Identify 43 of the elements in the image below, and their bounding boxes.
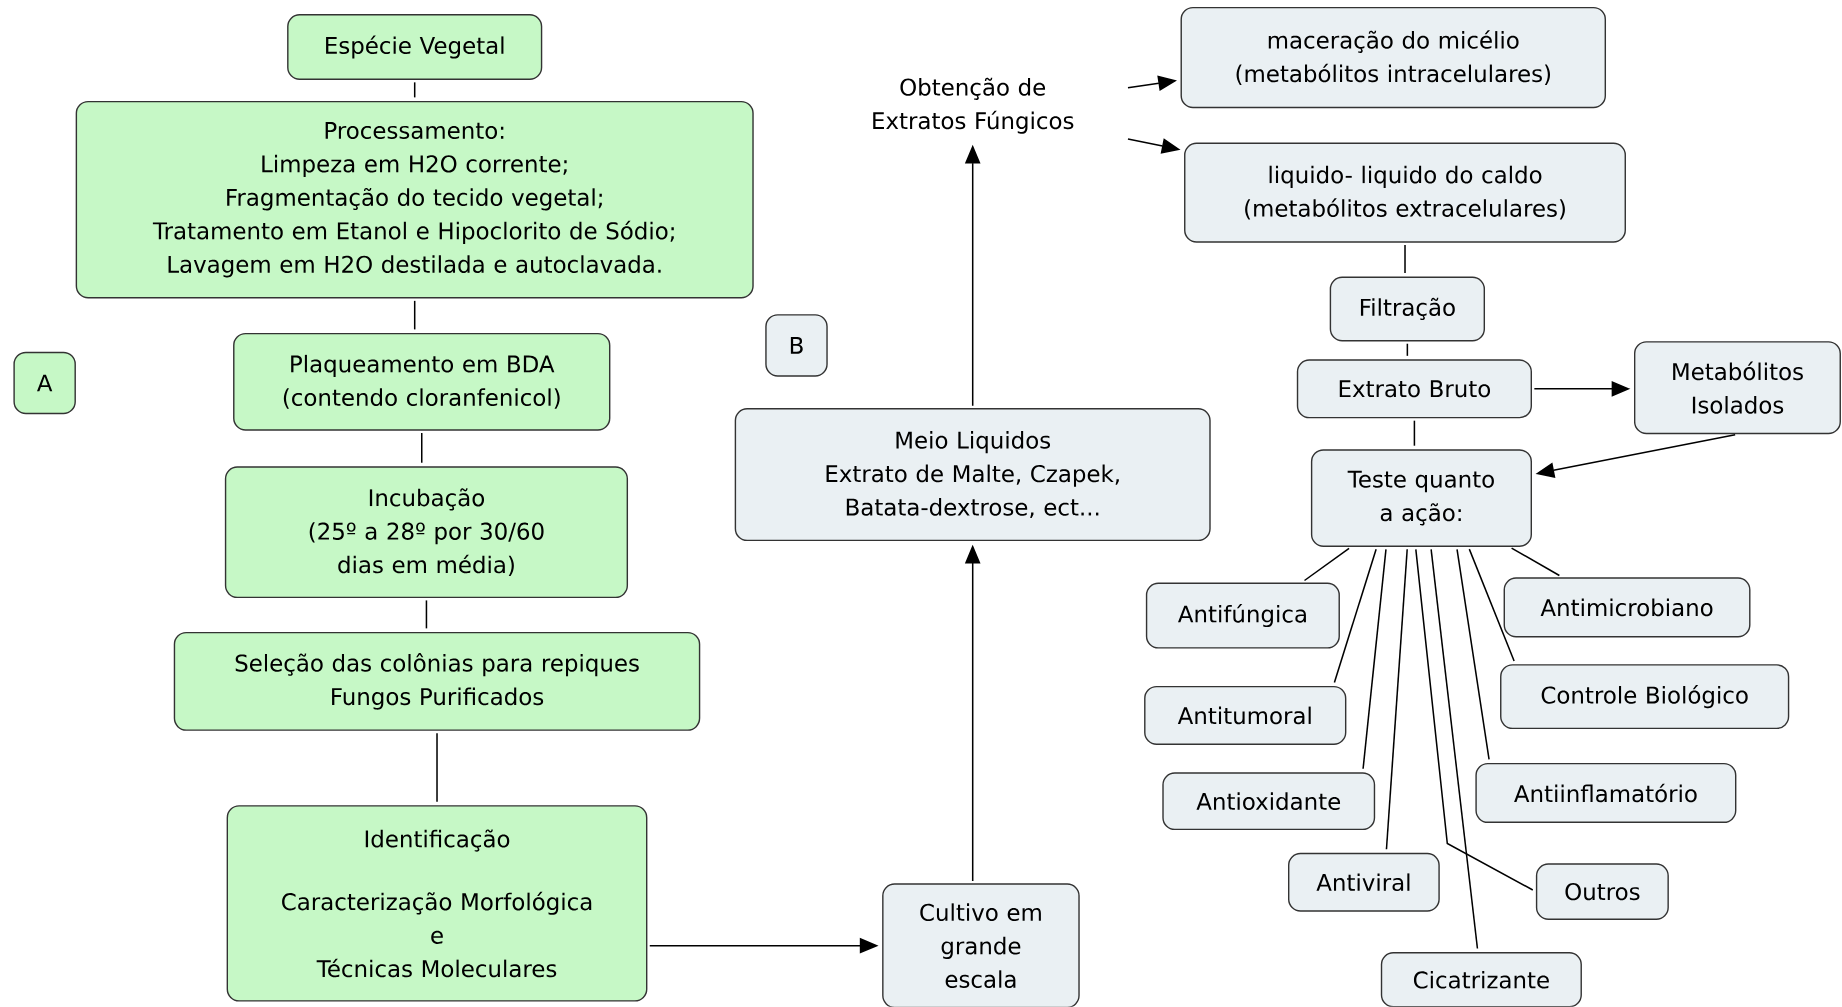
process-box: Antiinflamatório (1475, 763, 1737, 824)
process-box: liquido- liquido do caldo (metabólitos extracelulares) (1184, 142, 1626, 243)
process-box: Extrato Bruto (1296, 359, 1532, 419)
connector-line (413, 81, 416, 99)
connector-line (1303, 547, 1350, 582)
process-box: Seleção das colônias para repiques Fungos Purificados (173, 632, 701, 731)
process-box: Plaqueamento em BDA (contendo cloranfenicol) (233, 333, 611, 431)
connector-line (1468, 548, 1515, 662)
process-box: Outros (1535, 863, 1669, 921)
connector-line (1333, 548, 1377, 684)
process-box: Antitumoral (1144, 686, 1347, 746)
connector-line (1406, 343, 1409, 357)
process-box: maceração do micélio (metabólitos intracelulares) (1180, 7, 1606, 109)
process-box: Controle Biológico (1500, 664, 1790, 730)
process-box: Antimicrobiano (1503, 577, 1751, 638)
text-label: Obtenção de Extratos Fúngicos (873, 77, 1074, 134)
process-box: Teste quanto a ação: (1310, 449, 1532, 548)
connector-line (1362, 548, 1387, 770)
connector-line (1385, 548, 1408, 851)
connector-line (413, 300, 416, 331)
process-box: Antiviral (1288, 852, 1440, 912)
process-box: Antifúngica (1145, 582, 1340, 649)
process-box: Cultivo em grande escala (882, 883, 1080, 1007)
process-box: Cicatrizante (1380, 952, 1582, 1007)
process-box: Processamento: Limpeza em H2O corrente; Fragmentação do tecido vegetal; Tratamento em Etanol e Hipoclorito de Sódio; Lavagem em H2O destilada e autoclavada. (75, 101, 754, 299)
connector-line (436, 732, 438, 803)
process-box: Incubação (25º a 28º por 30/60 dias em média) (224, 466, 629, 599)
connector-line (1510, 547, 1561, 577)
process-box: Filtração (1329, 276, 1485, 342)
process-box: Meio Liquidos Extrato de Malte, Czapek, Batata-dextrose, ect... (734, 408, 1211, 542)
process-box: B (765, 314, 828, 377)
connector-line (1413, 420, 1416, 447)
process-box: Metabólitos Isolados (1633, 341, 1841, 435)
process-box: Identificação Caracterização Morfológica e Técnicas Moleculares (226, 805, 648, 1002)
connector-line (1456, 548, 1490, 761)
connector-line (1415, 548, 1534, 891)
connector-line (420, 432, 423, 464)
connector-line (1430, 548, 1479, 950)
connector-line (1404, 244, 1406, 274)
connector-line (425, 599, 428, 630)
process-box: A (13, 351, 76, 415)
process-box: Antioxidante (1162, 772, 1376, 831)
process-box: Espécie Vegetal (287, 14, 543, 81)
